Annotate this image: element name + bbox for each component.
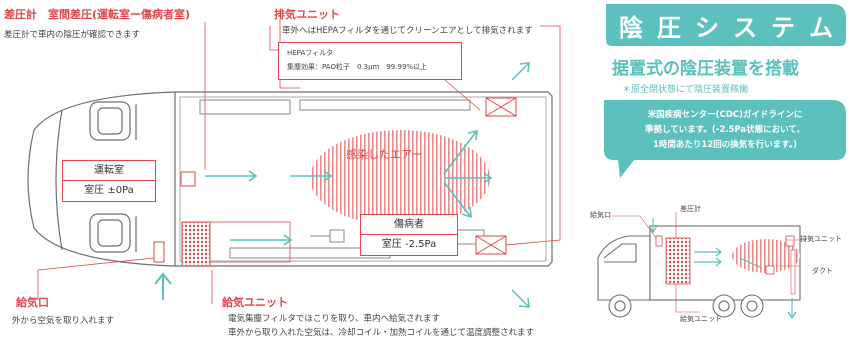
- patient-pressure: 室圧 -2.5Pa: [381, 239, 437, 250]
- patient-label: 傷病者: [361, 215, 457, 235]
- intake-title: 給気口: [16, 296, 49, 309]
- cab-pressure: 室圧 ±0Pa: [84, 185, 134, 196]
- system-title-char: シ: [695, 13, 719, 42]
- infected-air-zone: [310, 130, 490, 226]
- driver-seats: [89, 101, 137, 253]
- side-supply-label: 給気ユニット: [680, 315, 722, 323]
- intake-vent: [153, 241, 165, 263]
- patient-box: 傷病者 室圧 -2.5Pa: [360, 214, 458, 256]
- side-duct-label: ダクト: [812, 267, 833, 275]
- hepa-filter-spec: 集塵効果：PAO粒子 0.3μm 99.99%以上: [287, 63, 428, 71]
- system-note: ＊原全閉状態にて陰圧装置稼働: [622, 85, 749, 95]
- exhaust-unit-desc: 車外へはHEPAフィルタを通じてクリーンエアとして排気されます: [282, 26, 533, 36]
- system-title: 陰 圧 シ ス テ ム: [606, 4, 846, 46]
- side-intake-label: 給気口: [590, 211, 611, 219]
- system-subtitle: 据置式の陰圧装置を搭載: [612, 59, 799, 79]
- system-title-char: 陰: [619, 13, 643, 42]
- cdc-line: 米国疾病センター(CDC)ガイドラインに: [647, 110, 803, 120]
- supply-unit-title: 給気ユニット: [222, 296, 288, 309]
- cdc-box: 米国疾病センター(CDC)ガイドラインに 準拠しています。(-2.5Pa状態にお…: [612, 108, 838, 153]
- hepa-filter-box: HEPAフィルタ 集塵効果：PAO粒子 0.3μm 99.99%以上: [278, 42, 462, 80]
- cab-box: 運転室 室圧 ±0Pa: [62, 160, 156, 202]
- airflow-arrows: [205, 129, 493, 246]
- cdc-line: 準拠しています。(-2.5Pa状態において、: [645, 125, 805, 135]
- exhaust-unit-top: [485, 97, 517, 117]
- diff-pressure-desc: 差圧計で車内の陰圧が確認できます: [4, 30, 141, 40]
- hepa-filter-label: HEPAフィルタ: [287, 49, 334, 57]
- side-exhaust-label: 排気ユニット: [800, 235, 842, 243]
- external-arrows: [154, 62, 530, 308]
- ambulance-outline: [27, 91, 553, 267]
- supply-unit-desc2: 車外から取り入れた空気は、冷却コイル・加熱コイルを通じて温度調整されます: [228, 328, 535, 338]
- exhaust-unit-title: 排気ユニット: [274, 8, 340, 21]
- side-diff-gauge-label: 差圧計: [680, 205, 701, 213]
- diff-pressure-title: 差圧計 室間差圧(運転室ー傷病者室): [4, 8, 191, 21]
- system-title-char: ス: [733, 13, 757, 42]
- intake-desc: 外から空気を取り入れます: [12, 316, 115, 326]
- cab-label: 運転室: [63, 161, 155, 181]
- supply-unit-box: [181, 221, 211, 267]
- system-title-char: ム: [809, 13, 833, 42]
- cdc-line: 1時間あたり12回の換気を行います。): [652, 140, 798, 150]
- supply-unit-desc1: 電気集塵フィルタでほこりを取り、車内へ給気されます: [228, 314, 440, 324]
- diff-pressure-gauge: [180, 171, 196, 187]
- system-title-char: 圧: [657, 13, 681, 42]
- exhaust-unit-bottom: [475, 235, 507, 255]
- side-view-truck: [597, 225, 801, 318]
- infected-air-label: 感染したエアー: [346, 148, 423, 161]
- system-panel-shapes: [604, 4, 846, 178]
- system-title-char: テ: [771, 13, 795, 42]
